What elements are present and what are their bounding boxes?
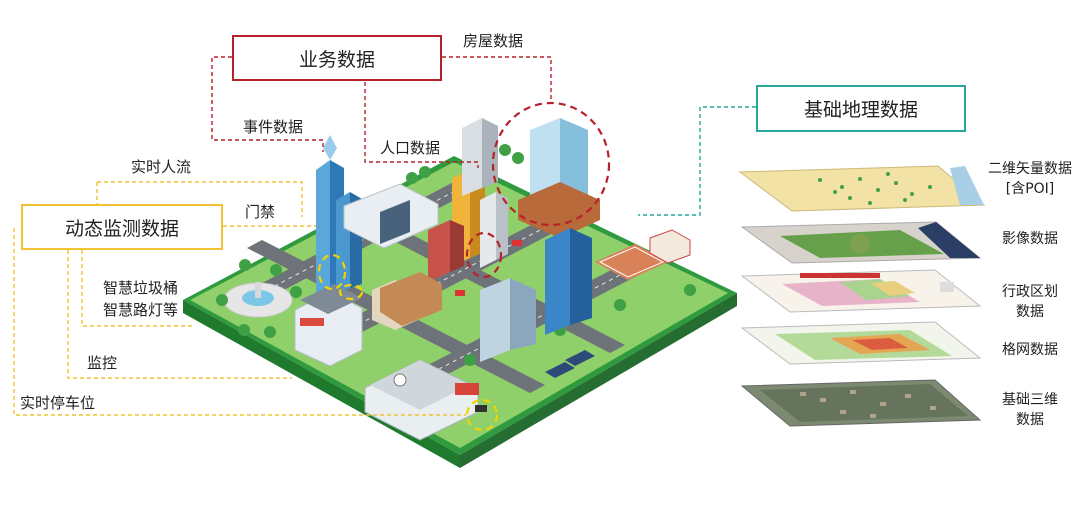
geo-layer-label-line1: 影像数据 — [975, 229, 1080, 249]
geo-layer-stack — [740, 166, 984, 426]
geo-layer-label-line1: 行政区划 — [975, 282, 1080, 302]
label-population-data: 人口数据 — [380, 139, 440, 158]
basic-geo-data-box: 基础地理数据 — [756, 85, 966, 132]
geo-connector — [638, 107, 756, 215]
label-event-data: 事件数据 — [243, 118, 303, 137]
layer-vector — [740, 166, 984, 211]
geo-layer-label-line1: 基础三维 — [975, 390, 1080, 410]
basic-geo-data-title: 基础地理数据 — [804, 95, 918, 122]
geo-layer-label-line2: [含POI] — [975, 179, 1080, 199]
geo-layer-label-admin: 行政区划 数据 — [975, 282, 1080, 322]
geo-layer-label-imagery: 影像数据 — [975, 229, 1080, 249]
business-data-title: 业务数据 — [299, 45, 375, 72]
layer-admin — [742, 270, 980, 312]
business-data-box: 业务数据 — [232, 35, 442, 81]
label-monitor: 监控 — [87, 354, 117, 373]
label-smart-lamp: 智慧路灯等 — [103, 301, 178, 320]
geo-layer-label-vector: 二维矢量数据 [含POI] — [975, 159, 1080, 199]
layer-3d — [742, 380, 980, 426]
dynamic-monitoring-data-title: 动态监测数据 — [65, 214, 179, 241]
geo-layer-label-3d: 基础三维 数据 — [975, 390, 1080, 430]
label-smart-trash: 智慧垃圾桶 — [103, 279, 178, 298]
geo-layer-label-line2: 数据 — [975, 302, 1080, 322]
layer-imagery — [742, 222, 980, 263]
label-realtime-flow: 实时人流 — [131, 158, 191, 177]
label-realtime-parking: 实时停车位 — [20, 394, 95, 413]
label-gate: 门禁 — [245, 203, 275, 222]
label-house-data: 房屋数据 — [463, 32, 523, 51]
dynamic-monitoring-data-box: 动态监测数据 — [21, 204, 223, 250]
geo-layer-label-line1: 格网数据 — [975, 340, 1080, 360]
geo-layer-label-line1: 二维矢量数据 — [975, 159, 1080, 179]
layer-grid — [742, 322, 980, 364]
geo-layer-label-grid: 格网数据 — [975, 340, 1080, 360]
geo-layer-label-line2: 数据 — [975, 410, 1080, 430]
